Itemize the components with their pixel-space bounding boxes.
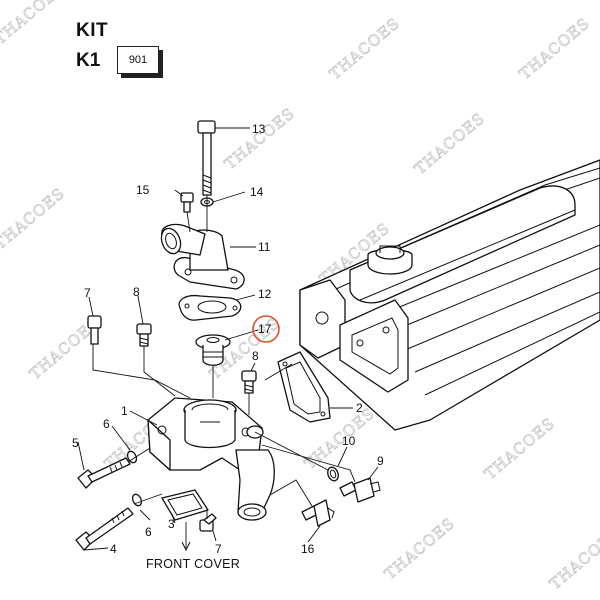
callout-6-upper: 6 (103, 417, 110, 431)
thermostat-cover-11[interactable] (158, 223, 245, 290)
callout-leaders (77, 127, 379, 551)
callout-8-left: 8 (133, 285, 140, 299)
watermark: THACOES (0, 0, 68, 48)
watermark: THACOES (411, 109, 488, 178)
gasket-3[interactable] (161, 489, 209, 521)
callout-8-right: 8 (252, 349, 259, 363)
callout-4: 4 (110, 542, 117, 556)
callout-17: 17 (258, 322, 272, 336)
front-cover-label: FRONT COVER (146, 557, 241, 571)
bolt-7-top[interactable] (87, 315, 102, 345)
bolt-5[interactable] (77, 457, 131, 489)
watermark: THACOES (381, 514, 458, 583)
washer-6-lower[interactable] (131, 493, 143, 507)
callout-6-lower: 6 (145, 525, 152, 539)
watermark: THACOES (546, 524, 600, 593)
thermostat-housing-1[interactable] (147, 397, 275, 521)
gasket-2[interactable] (277, 351, 331, 423)
bolt-4[interactable] (75, 507, 134, 551)
watermark: THACOES (481, 414, 558, 483)
sensor-16[interactable] (301, 499, 335, 527)
watermark: THACOES (326, 14, 403, 83)
callout-14: 14 (250, 185, 264, 199)
callout-3: 3 (168, 517, 175, 531)
watermark: THACOES (0, 184, 68, 253)
plug-8-right[interactable] (241, 370, 257, 394)
kit-row-label: K1 (76, 50, 101, 71)
callout-9: 9 (377, 454, 384, 468)
callout-11: 11 (258, 240, 271, 254)
engine-head-drawing (299, 159, 600, 431)
callout-13: 13 (252, 122, 266, 136)
callout-7-bottom: 7 (215, 542, 222, 556)
bolt-13[interactable] (197, 120, 216, 196)
callout-labels: 13 14 15 11 12 17 7 8 8 2 1 6 5 10 9 6 3… (72, 122, 384, 556)
kit-code: 901 (128, 54, 148, 66)
plug-8-left[interactable] (136, 323, 152, 347)
highlight-ring-17 (252, 315, 280, 343)
callout-15: 15 (136, 183, 150, 197)
assembly-lines (92, 195, 356, 552)
callout-2: 2 (356, 401, 363, 415)
washer-6-upper[interactable] (126, 450, 138, 464)
o-ring-10[interactable] (326, 466, 340, 483)
callout-5: 5 (72, 436, 79, 450)
thermostat-17[interactable] (195, 334, 231, 366)
kit-code-box[interactable]: 901 (117, 46, 159, 74)
callout-1: 1 (121, 404, 128, 418)
bolt-7-bottom[interactable] (199, 513, 217, 532)
watermark: THACOES (516, 14, 593, 83)
kit-title: KIT (76, 20, 109, 41)
gasket-12[interactable] (178, 294, 242, 321)
callout-10: 10 (342, 434, 356, 448)
callout-7-top: 7 (84, 286, 91, 300)
watermark: THACOES (221, 104, 298, 173)
callout-16: 16 (301, 542, 315, 556)
sensor-9[interactable] (339, 477, 381, 503)
callout-12: 12 (258, 287, 272, 301)
